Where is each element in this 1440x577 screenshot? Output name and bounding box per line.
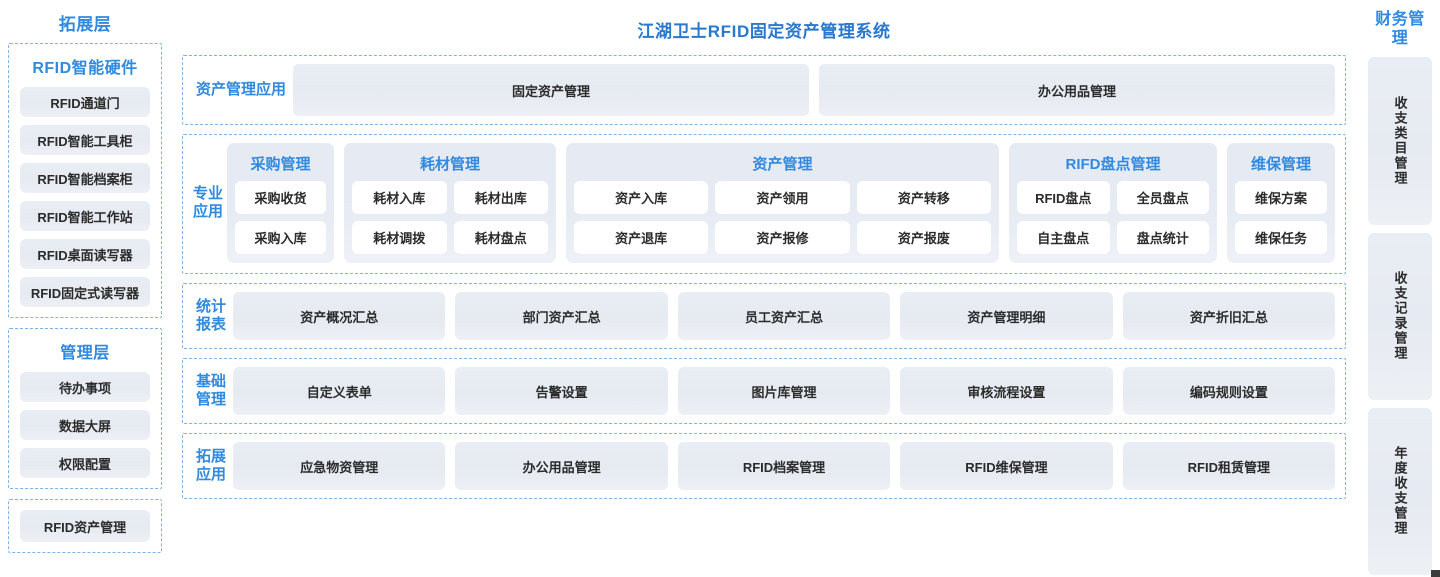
sidebar-item-rfid-fixed-reader[interactable]: RFID固定式读写器 <box>20 277 150 307</box>
ext-rfid-archive-management[interactable]: RFID档案管理 <box>677 442 891 490</box>
group-title: 资产管理 <box>752 156 813 173</box>
group-title: 采购管理 <box>250 156 311 173</box>
left-sidebar-title: 拓展层 <box>58 15 112 34</box>
ext-office-supplies-management[interactable]: 办公用品管理 <box>455 442 668 490</box>
row-label: 统计报表 <box>195 298 226 333</box>
finance-item-income-expense-record[interactable]: 收支记录管理 <box>1368 232 1432 400</box>
row-professional-applications: 专业应用 采购管理 采购收货 采购入库 耗材管理 <box>182 134 1346 274</box>
page-title: 江湖卫士RFID固定资产管理系统 <box>637 22 891 41</box>
left-group-rfid-asset: RFID资产管理 <box>8 499 162 553</box>
report-employee-asset-summary[interactable]: 员工资产汇总 <box>677 292 891 340</box>
sidebar-item-data-dashboard[interactable]: 数据大屏 <box>20 410 150 440</box>
group-title: RIFD盘点管理 <box>1065 156 1161 173</box>
sidebar-item-permission-config[interactable]: 权限配置 <box>20 448 150 478</box>
item-asset-inbound[interactable]: 资产入库 <box>574 181 709 214</box>
item-consumable-outbound[interactable]: 耗材出库 <box>453 181 548 214</box>
item-purchase-receiving[interactable]: 采购收货 <box>235 181 326 214</box>
group-asset-management: 资产管理 资产入库 资产领用 资产转移 资产退库 资产报修 资产报废 <box>566 143 999 263</box>
group-consumable-management: 耗材管理 耗材入库 耗材出库 耗材调拨 耗材盘点 <box>344 143 556 263</box>
report-asset-overview-summary[interactable]: 资产概况汇总 <box>233 292 446 340</box>
group-maintenance-management: 维保管理 维保方案 维保任务 <box>1227 143 1335 263</box>
ext-rfid-maintenance-management[interactable]: RFID维保管理 <box>900 442 1113 490</box>
group-purchase-management: 采购管理 采购收货 采购入库 <box>227 143 334 263</box>
row-asset-management-apps: 资产管理应用 固定资产管理 办公用品管理 <box>182 55 1346 125</box>
right-sidebar: 财务管理 收支类目管理 收支记录管理 年度收支管理 <box>1360 0 1440 577</box>
left-group-rfid-hardware: RFID智能硬件 RFID通道门 RFID智能工具柜 RFID智能档案柜 RFI… <box>8 43 162 318</box>
ext-emergency-supplies-management[interactable]: 应急物资管理 <box>233 442 446 490</box>
basic-alarm-settings[interactable]: 告警设置 <box>455 367 668 415</box>
basic-approval-flow-settings[interactable]: 审核流程设置 <box>900 367 1113 415</box>
left-group-management-layer: 管理层 待办事项 数据大屏 权限配置 <box>8 328 162 489</box>
ext-rfid-leasing-management[interactable]: RFID租赁管理 <box>1122 442 1336 490</box>
row-label: 基础管理 <box>195 373 226 408</box>
app-fixed-asset-management[interactable]: 固定资产管理 <box>293 64 809 116</box>
item-purchase-inbound[interactable]: 采购入库 <box>235 221 326 254</box>
row-label: 资产管理应用 <box>195 81 286 99</box>
corner-mark <box>1431 570 1440 577</box>
report-department-asset-summary[interactable]: 部门资产汇总 <box>455 292 668 340</box>
group-title: 耗材管理 <box>419 156 480 173</box>
item-rfid-stocktake[interactable]: RFID盘点 <box>1017 181 1110 214</box>
sidebar-item-rfid-workstation[interactable]: RFID智能工作站 <box>20 201 150 231</box>
app-office-supplies-management[interactable]: 办公用品管理 <box>819 64 1335 116</box>
item-asset-requisition[interactable]: 资产领用 <box>715 181 850 214</box>
item-asset-repair[interactable]: 资产报修 <box>715 221 850 254</box>
row-basic-management: 基础管理 自定义表单 告警设置 图片库管理 审核流程设置 编码规则设置 <box>182 358 1346 424</box>
sidebar-item-todo[interactable]: 待办事项 <box>20 372 150 402</box>
left-sidebar: 拓展层 RFID智能硬件 RFID通道门 RFID智能工具柜 RFID智能档案柜… <box>0 0 170 577</box>
item-asset-return[interactable]: 资产退库 <box>574 221 709 254</box>
main-panel: 江湖卫士RFID固定资产管理系统 资产管理应用 固定资产管理 办公用品管理 专业… <box>170 0 1360 577</box>
item-consumable-transfer[interactable]: 耗材调拨 <box>352 221 447 254</box>
item-full-staff-stocktake[interactable]: 全员盘点 <box>1116 181 1209 214</box>
finance-item-annual-income-expense[interactable]: 年度收支管理 <box>1368 407 1432 575</box>
sidebar-item-rfid-channel-gate[interactable]: RFID通道门 <box>20 87 150 117</box>
basic-custom-form[interactable]: 自定义表单 <box>233 367 446 415</box>
basic-image-library-management[interactable]: 图片库管理 <box>677 367 891 415</box>
finance-item-income-expense-category[interactable]: 收支类目管理 <box>1368 57 1432 225</box>
group-rfid-stocktake-management: RIFD盘点管理 RFID盘点 全员盘点 自主盘点 盘点统计 <box>1009 143 1217 263</box>
left-group-heading: RFID智能硬件 <box>32 60 138 77</box>
right-sidebar-title: 财务管理 <box>1375 11 1425 48</box>
item-asset-transfer[interactable]: 资产转移 <box>856 181 991 214</box>
sidebar-item-rfid-desktop-reader[interactable]: RFID桌面读写器 <box>20 239 150 269</box>
report-asset-management-detail[interactable]: 资产管理明细 <box>900 292 1113 340</box>
row-statistics-reports: 统计报表 资产概况汇总 部门资产汇总 员工资产汇总 资产管理明细 资产折旧汇总 <box>182 283 1346 349</box>
item-stocktake-statistics[interactable]: 盘点统计 <box>1116 221 1209 254</box>
report-asset-depreciation-summary[interactable]: 资产折旧汇总 <box>1122 292 1336 340</box>
row-label: 拓展应用 <box>195 448 226 483</box>
basic-coding-rule-settings[interactable]: 编码规则设置 <box>1122 367 1336 415</box>
item-maintenance-task[interactable]: 维保任务 <box>1235 221 1327 254</box>
sidebar-item-rfid-archive-cabinet[interactable]: RFID智能档案柜 <box>20 163 150 193</box>
sidebar-item-rfid-asset-management[interactable]: RFID资产管理 <box>20 510 150 542</box>
left-group-heading: 管理层 <box>60 345 110 362</box>
item-consumable-inbound[interactable]: 耗材入库 <box>352 181 447 214</box>
row-extension-applications: 拓展应用 应急物资管理 办公用品管理 RFID档案管理 RFID维保管理 RFI… <box>182 433 1346 499</box>
group-title: 维保管理 <box>1250 156 1311 173</box>
row-label: 专业应用 <box>193 185 224 220</box>
item-asset-scrap[interactable]: 资产报废 <box>856 221 991 254</box>
item-maintenance-plan[interactable]: 维保方案 <box>1235 181 1327 214</box>
item-consumable-stocktake[interactable]: 耗材盘点 <box>453 221 548 254</box>
sidebar-item-rfid-tool-cabinet[interactable]: RFID智能工具柜 <box>20 125 150 155</box>
item-self-stocktake[interactable]: 自主盘点 <box>1017 221 1110 254</box>
